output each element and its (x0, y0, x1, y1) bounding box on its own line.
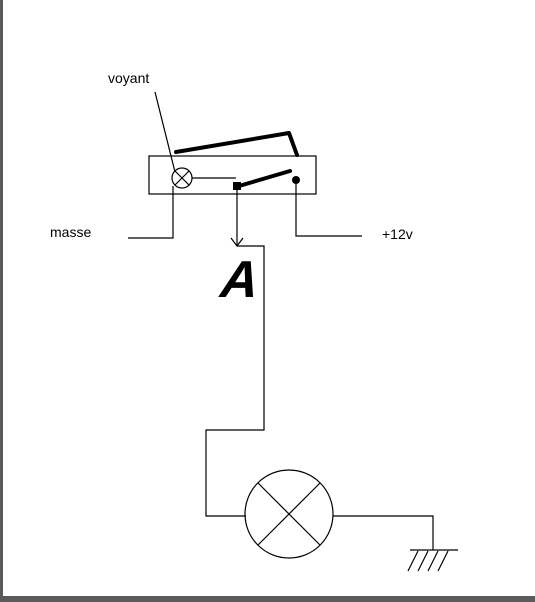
ground-wire (333, 515, 434, 550)
bottom-border (0, 596, 535, 602)
load-lamp-symbol (244, 469, 334, 559)
switch-pivot-contact (233, 182, 241, 190)
switch-blade (237, 169, 292, 188)
rocker-lever (174, 131, 299, 157)
plus12v-contact (292, 176, 300, 184)
ground-symbol (407, 549, 458, 572)
masse-label: masse (50, 224, 92, 240)
switch-housing (148, 155, 317, 195)
voyant-leader-line (154, 91, 176, 173)
masse-wire (128, 186, 174, 239)
point-a-label: A (217, 251, 262, 309)
voyant-label: voyant (108, 70, 150, 86)
load-feed-wire (205, 245, 265, 517)
left-border (0, 0, 3, 602)
plus12v-wire (295, 182, 362, 237)
indicator-lamp-symbol (171, 167, 193, 189)
plus12v-label: +12v (382, 226, 413, 242)
